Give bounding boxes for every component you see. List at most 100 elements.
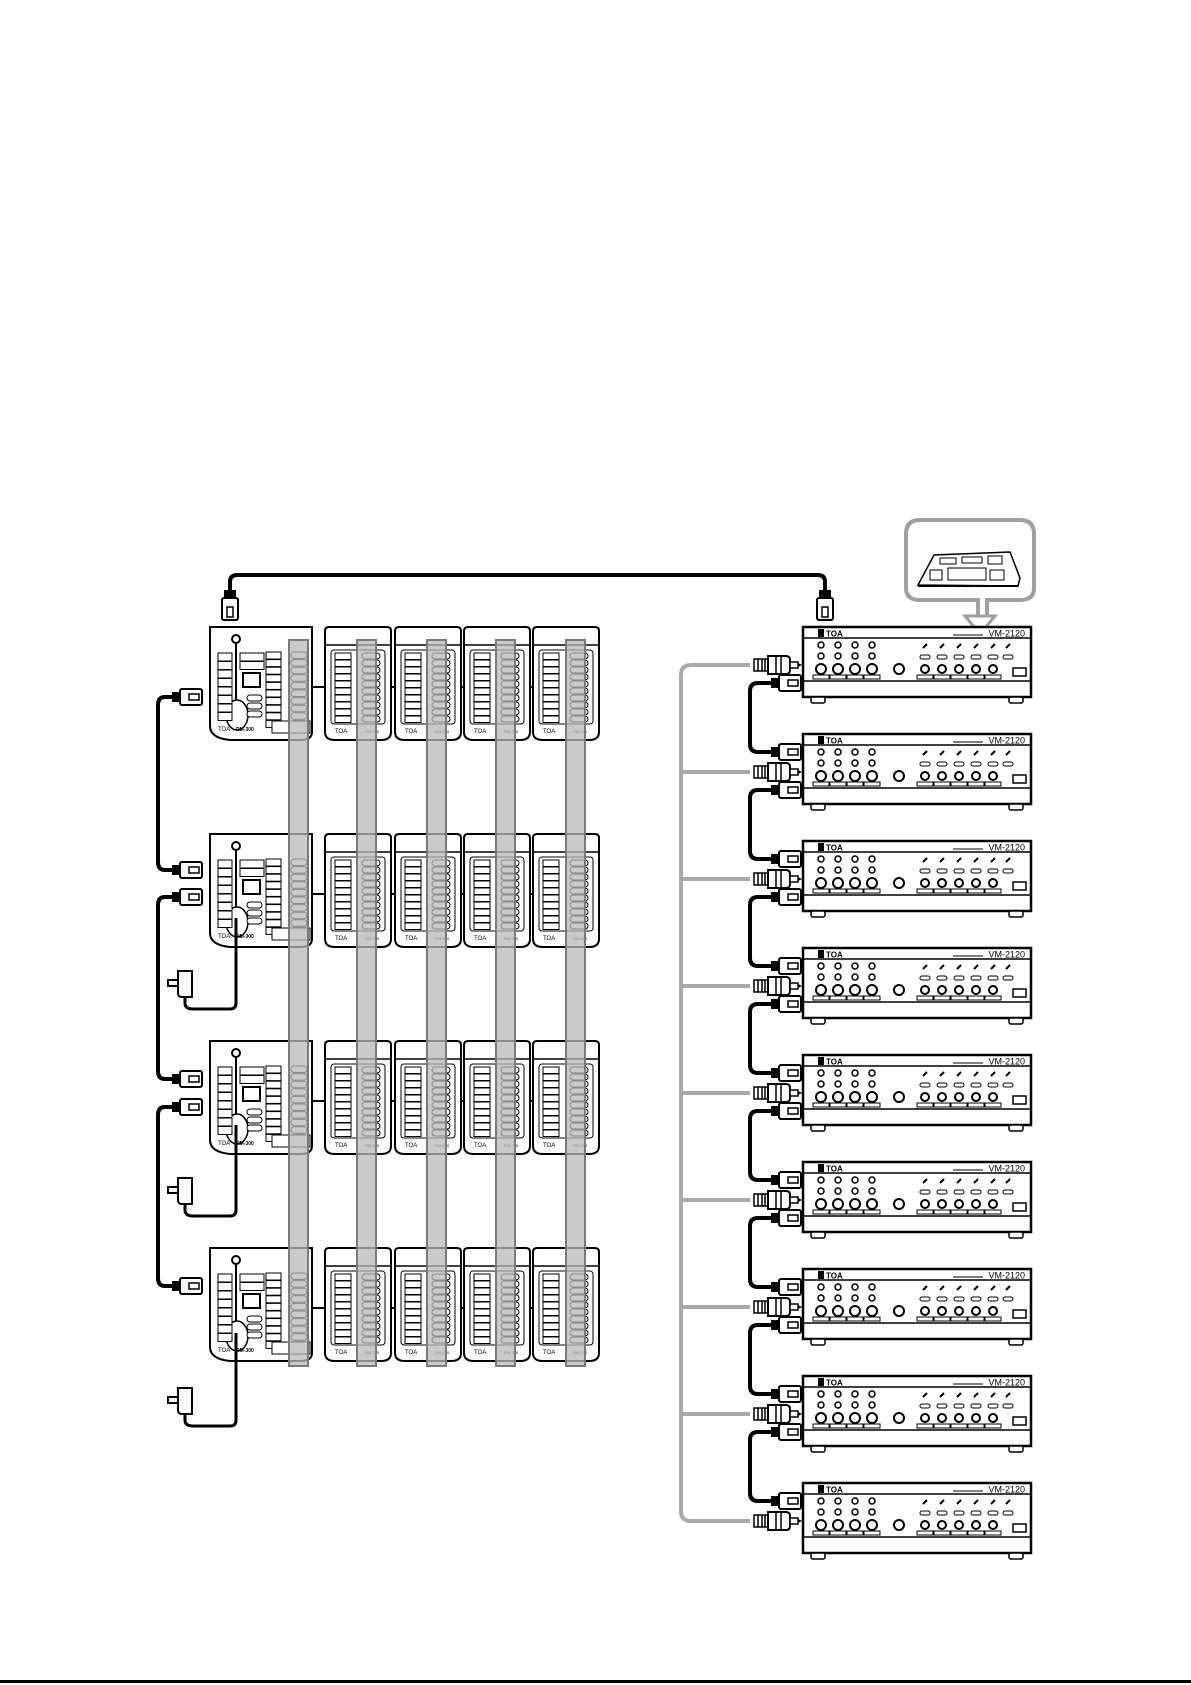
brand-logo: TOA <box>405 729 417 735</box>
master-knob-icon <box>893 984 905 996</box>
knob-icon <box>971 1413 981 1423</box>
knob-icon <box>817 855 825 863</box>
brand-logo: TOA <box>826 951 843 960</box>
amp-link-cable <box>748 681 775 754</box>
brand-logo: TOA <box>826 1058 843 1067</box>
ac-adapter-icon <box>167 1387 193 1415</box>
model-label: VM-2120 <box>988 1378 1025 1388</box>
amplifier-foot <box>810 803 826 811</box>
rca-plug-icon <box>753 976 803 996</box>
knob-icon <box>832 1091 844 1103</box>
brand-logo: TOA <box>826 1379 843 1388</box>
knob-icon <box>815 877 827 889</box>
brand-logo: TOA <box>218 934 230 940</box>
model-label: RM-300 <box>236 1348 254 1354</box>
knob-icon <box>971 771 981 781</box>
knob-icon <box>988 985 998 995</box>
toa-logo-icon <box>818 950 824 958</box>
modular-plug-icon <box>770 1102 802 1120</box>
knob-icon <box>834 962 842 970</box>
master-knob-icon <box>893 770 905 782</box>
knob-icon <box>971 664 981 674</box>
rca-plug-icon <box>753 1297 803 1317</box>
master-knob-icon <box>893 663 905 675</box>
knob-icon <box>920 878 930 888</box>
brand-logo: TOA <box>474 1350 486 1356</box>
knob-icon <box>920 1199 930 1209</box>
rca-plug-icon <box>753 1083 803 1103</box>
knob-icon <box>832 1198 844 1210</box>
master-knob-icon <box>893 1305 905 1317</box>
brand-logo: TOA <box>826 1272 843 1281</box>
modular-plug-icon <box>770 888 802 906</box>
knob-icon <box>866 984 878 996</box>
knob-icon <box>849 984 861 996</box>
amp-link-cable <box>748 1109 775 1182</box>
amp-link-cable <box>748 1430 775 1503</box>
knob-icon <box>988 1199 998 1209</box>
knob-icon <box>851 1294 859 1302</box>
toa-logo-icon <box>818 843 824 851</box>
knob-icon <box>971 1306 981 1316</box>
amplifier-foot <box>810 1017 826 1025</box>
modular-plug-icon <box>171 1070 203 1088</box>
amp-link-cable <box>748 788 775 861</box>
modular-plug-icon <box>770 1492 802 1510</box>
knob-icon <box>817 641 825 649</box>
knob-icon <box>834 1401 842 1409</box>
knob-icon <box>817 1080 825 1088</box>
brand-logo: TOA <box>335 1143 347 1149</box>
knob-icon <box>868 641 876 649</box>
knob-icon <box>920 771 930 781</box>
knob-icon <box>851 1497 859 1505</box>
knob-icon <box>937 878 947 888</box>
toa-logo-icon <box>818 1378 824 1386</box>
toa-logo-icon <box>818 1057 824 1065</box>
knob-icon <box>868 1187 876 1195</box>
knob-icon <box>937 985 947 995</box>
modular-plug-icon <box>171 1277 203 1295</box>
brand-logo: TOA <box>826 1165 843 1174</box>
amplifier-foot <box>810 1124 826 1132</box>
brand-logo: TOA <box>218 727 230 733</box>
toa-logo-icon <box>818 1271 824 1279</box>
knob-icon <box>868 1294 876 1302</box>
remote-station-row: TOARM-300TOARM-210TOARM-210TOARM-210TOAR… <box>209 1040 600 1155</box>
knob-icon <box>834 866 842 874</box>
knob-icon <box>815 1305 827 1317</box>
modular-plug-icon <box>171 888 203 906</box>
master-knob-icon <box>893 1198 905 1210</box>
knob-icon <box>868 652 876 660</box>
brand-logo: TOA <box>474 729 486 735</box>
model-label: VM-2120 <box>988 843 1025 853</box>
knob-icon <box>851 855 859 863</box>
amplifier-foot <box>810 1445 826 1453</box>
modular-plug-icon <box>770 781 802 799</box>
knob-icon <box>868 973 876 981</box>
remote-station-row: TOARM-300TOARM-210TOARM-210TOARM-210TOAR… <box>209 626 600 741</box>
knob-icon <box>815 1091 827 1103</box>
master-knob-icon <box>893 1519 905 1531</box>
brand-logo: TOA <box>405 936 417 942</box>
knob-icon <box>937 1199 947 1209</box>
control-cable <box>221 573 834 621</box>
brand-logo: TOA <box>335 729 347 735</box>
toa-logo-icon <box>818 629 824 637</box>
amp-link-cable <box>748 895 775 968</box>
knob-icon <box>815 1412 827 1424</box>
knob-icon <box>834 1080 842 1088</box>
knob-icon <box>851 962 859 970</box>
knob-icon <box>937 1092 947 1102</box>
modular-plug-icon <box>770 957 802 975</box>
toa-logo-icon <box>818 1164 824 1172</box>
knob-icon <box>817 866 825 874</box>
modular-plug-icon <box>221 589 239 621</box>
brand-logo: TOA <box>826 630 843 639</box>
model-label: RM-300 <box>236 727 254 733</box>
daisy-chain-cable <box>156 695 172 872</box>
modular-plug-icon <box>770 1423 802 1441</box>
